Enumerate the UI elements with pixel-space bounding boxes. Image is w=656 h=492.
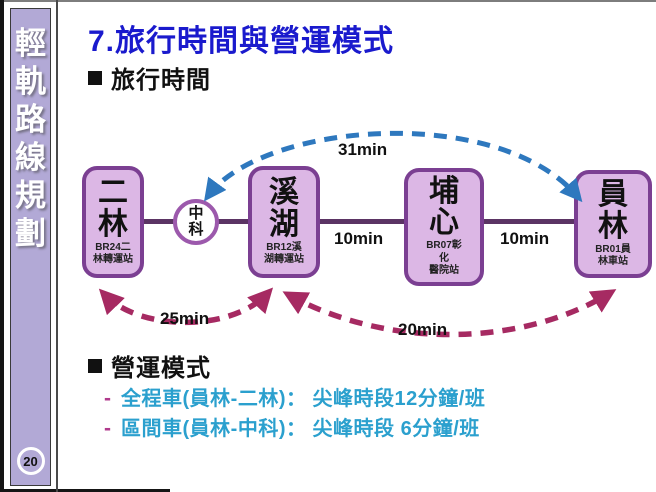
station-puxin-code: BR07彰 化 醫院站 bbox=[426, 240, 462, 277]
slide-top-border bbox=[0, 0, 656, 2]
slide-left-border bbox=[0, 0, 4, 492]
section-operation-mode: 營運模式 bbox=[88, 348, 211, 383]
sidebar-title-char: 軌 bbox=[15, 64, 46, 99]
sidebar: 輕 軌 路 線 規 劃 20 bbox=[10, 8, 51, 486]
station-puxin-name: 埔心 bbox=[429, 175, 459, 240]
page-title: 7.旅行時間與營運模式 bbox=[88, 25, 395, 58]
station-yuanlin-name: 員林 bbox=[598, 178, 628, 243]
time-label-10min-puxin-yuanlin: 10min bbox=[500, 229, 550, 248]
time-label-20min: 20min bbox=[398, 320, 448, 339]
section-travel-time-label: 旅行時間 bbox=[111, 67, 211, 94]
station-erlin: 二林 BR24二 林轉運站 bbox=[82, 166, 144, 278]
station-xihu: 溪湖 BR12溪 湖轉運站 bbox=[248, 166, 320, 278]
section-operation-mode-label: 營運模式 bbox=[111, 355, 211, 382]
time-label-25min: 25min bbox=[160, 309, 210, 328]
local-route-arrow-right bbox=[282, 289, 617, 338]
operation-item-short-route: - 區間車(員林-中科)： 尖峰時段 6分鐘/班 bbox=[104, 412, 480, 441]
rail-track-line bbox=[108, 219, 614, 224]
station-erlin-name: 二林 bbox=[98, 176, 128, 241]
sidebar-title-char: 劃 bbox=[15, 216, 46, 251]
sidebar-title-char: 線 bbox=[15, 140, 46, 175]
station-yuanlin: 員林 BR01員 林車站 bbox=[574, 170, 652, 278]
dash-bullet: - bbox=[104, 417, 111, 440]
time-label-31min: 31min bbox=[338, 140, 388, 159]
station-zhongke-name: 中科 bbox=[188, 204, 204, 238]
station-yuanlin-code: BR01員 林車站 bbox=[595, 243, 631, 268]
slide-bottom-border bbox=[0, 489, 170, 492]
section-travel-time: 旅行時間 bbox=[88, 60, 211, 95]
dash-bullet: - bbox=[104, 387, 111, 410]
station-erlin-code: BR24二 林轉運站 bbox=[93, 241, 133, 266]
station-xihu-name: 溪湖 bbox=[269, 176, 299, 241]
sidebar-title-char: 規 bbox=[15, 178, 46, 213]
sidebar-title-char: 輕 bbox=[15, 26, 46, 61]
station-puxin: 埔心 BR07彰 化 醫院站 bbox=[404, 168, 484, 286]
station-zhongke-circle: 中科 bbox=[173, 199, 219, 245]
square-bullet-icon bbox=[88, 70, 102, 85]
operation-item-full-route-text: 全程車(員林-二林)： 尖峰時段12分鐘/班 bbox=[121, 388, 486, 410]
page-number-badge: 20 bbox=[16, 447, 45, 475]
station-xihu-code: BR12溪 湖轉運站 bbox=[264, 241, 304, 266]
sidebar-separator-line bbox=[56, 0, 58, 492]
operation-item-full-route: - 全程車(員林-二林)： 尖峰時段12分鐘/班 bbox=[104, 382, 485, 411]
sidebar-title-char: 路 bbox=[15, 102, 46, 137]
time-label-10min-xihu-puxin: 10min bbox=[334, 229, 384, 248]
operation-item-short-route-text: 區間車(員林-中科)： 尖峰時段 6分鐘/班 bbox=[121, 418, 480, 440]
square-bullet-icon bbox=[88, 358, 102, 373]
